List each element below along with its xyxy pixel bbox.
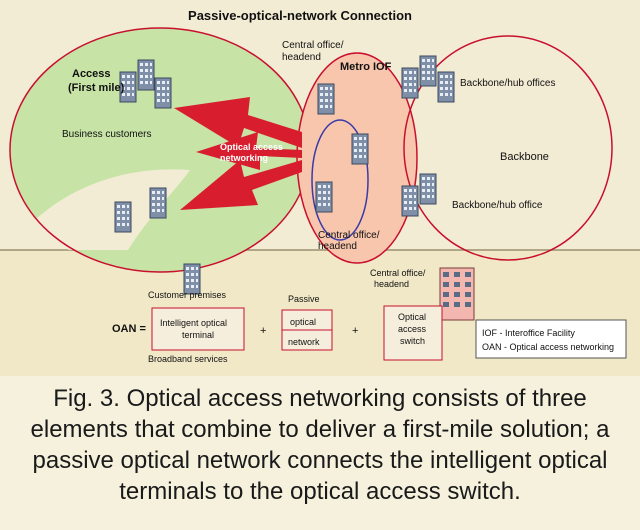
plus-sign-2: + (352, 325, 358, 337)
central-office-mid-label-1: Central office/ (318, 230, 380, 241)
backbone-hub-offices-label: Backbone/hub offices (460, 78, 555, 89)
customer-premises-label: Customer premises (148, 290, 227, 300)
building-icon (401, 185, 419, 217)
figure-caption: Fig. 3. Optical access networking consis… (14, 383, 626, 507)
access-label: Access (72, 68, 111, 80)
caption-line-3: passive optical network connects the int… (32, 447, 608, 474)
optical-access-label-1: Optical access (220, 142, 283, 152)
building-icon (137, 59, 155, 91)
building-icon (437, 71, 455, 103)
caption-area (0, 376, 640, 530)
first-mile-label: (First mile) (68, 82, 125, 94)
building-icon (419, 55, 437, 87)
caption-line-1: Fig. 3. Optical access networking consis… (53, 385, 587, 412)
legend-iof: IOF - Interoffice Facility (482, 328, 575, 338)
optical-label: optical (290, 317, 316, 327)
intelligent-optical-terminal-box (151, 307, 245, 351)
caption-line-2: elements that combine to deliver a first… (30, 416, 610, 443)
broadband-services-label: Broadband services (148, 354, 228, 364)
legend-box (475, 319, 627, 359)
network-diagram: Passive-optical-network Connection Acces… (0, 8, 640, 376)
building-icon (317, 83, 335, 115)
backbone-hub-office-label: Backbone/hub office (452, 200, 543, 211)
building-icon (419, 173, 437, 205)
central-office-top-label-2: headend (282, 52, 321, 63)
building-icon (315, 181, 333, 213)
oan-equals-label: OAN = (112, 323, 146, 335)
central-office-bottom-label-1: Central office/ (370, 268, 426, 278)
optical-access-switch-box (383, 305, 443, 361)
legend-oan: OAN - Optical access networking (482, 342, 614, 352)
business-customers-label: Business customers (62, 129, 151, 140)
building-icon (149, 187, 167, 219)
building-icon (401, 67, 419, 99)
metro-iof-label: Metro IOF (340, 61, 392, 73)
switch-label-1: Optical (398, 312, 426, 322)
central-office-building-icon (439, 267, 475, 321)
intelligent-optical-label-1: Intelligent optical (160, 318, 227, 328)
central-office-mid-label-2: headend (318, 241, 357, 252)
intelligent-optical-label-2: terminal (182, 330, 214, 340)
caption-line-4: terminals to the optical access switch. (119, 478, 521, 505)
building-icon (351, 133, 369, 165)
backbone-ring (403, 35, 613, 261)
switch-label-2: access (398, 324, 427, 334)
central-office-bottom-label-2: headend (374, 279, 409, 289)
network-label: network (288, 337, 320, 347)
central-office-top-label-1: Central office/ (282, 40, 344, 51)
building-icon (154, 77, 172, 109)
central-office-ring (311, 119, 369, 241)
building-icon (114, 201, 132, 233)
passive-label: Passive (288, 294, 320, 304)
optical-access-arrows (174, 97, 302, 210)
access-road-cutout (20, 169, 190, 250)
plus-sign-1: + (260, 325, 266, 337)
switch-label-3: switch (400, 336, 425, 346)
backbone-label: Backbone (500, 151, 549, 163)
diagram-title: Passive-optical-network Connection (188, 8, 412, 23)
optical-access-label-2: networking (220, 153, 268, 163)
